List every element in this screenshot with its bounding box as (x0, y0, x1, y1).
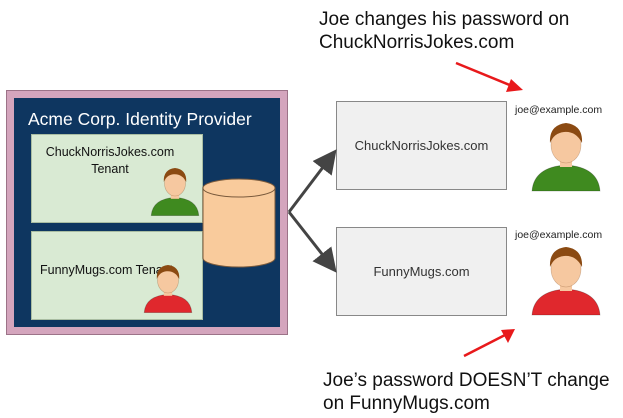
user-joe-chucknorrisjokes-icon (531, 123, 601, 192)
tenant-funnymugs-label: FunnyMugs.com Tenant (40, 263, 174, 277)
annotation-arrow-bottom-icon (463, 329, 515, 358)
tenant-user-funnymugs-icon (143, 265, 193, 313)
annotation-top: Joe changes his password on ChuckNorrisJ… (319, 9, 570, 53)
user-email-top: joe@example.com (515, 104, 603, 116)
user-email-bottom: joe@example.com (515, 229, 603, 241)
annotation-bottom: Joe’s password DOESN’T change on FunnyMu… (323, 370, 610, 414)
connector-arrow-bottom (287, 211, 337, 273)
site-funnymugs: FunnyMugs.com (336, 227, 507, 316)
database-cylinder-icon (202, 178, 276, 268)
tenant-user-chucknorrisjokes-icon (150, 168, 200, 216)
connector-arrow-top (287, 149, 337, 213)
user-joe-funnymugs-icon (531, 247, 601, 316)
annotation-arrow-top-icon (455, 61, 523, 92)
identity-provider-title: Acme Corp. Identity Provider (28, 109, 252, 129)
tenant-chucknorrisjokes-label: ChuckNorrisJokes.com Tenant (45, 145, 175, 176)
site-chucknorrisjokes: ChuckNorrisJokes.com (336, 101, 507, 190)
